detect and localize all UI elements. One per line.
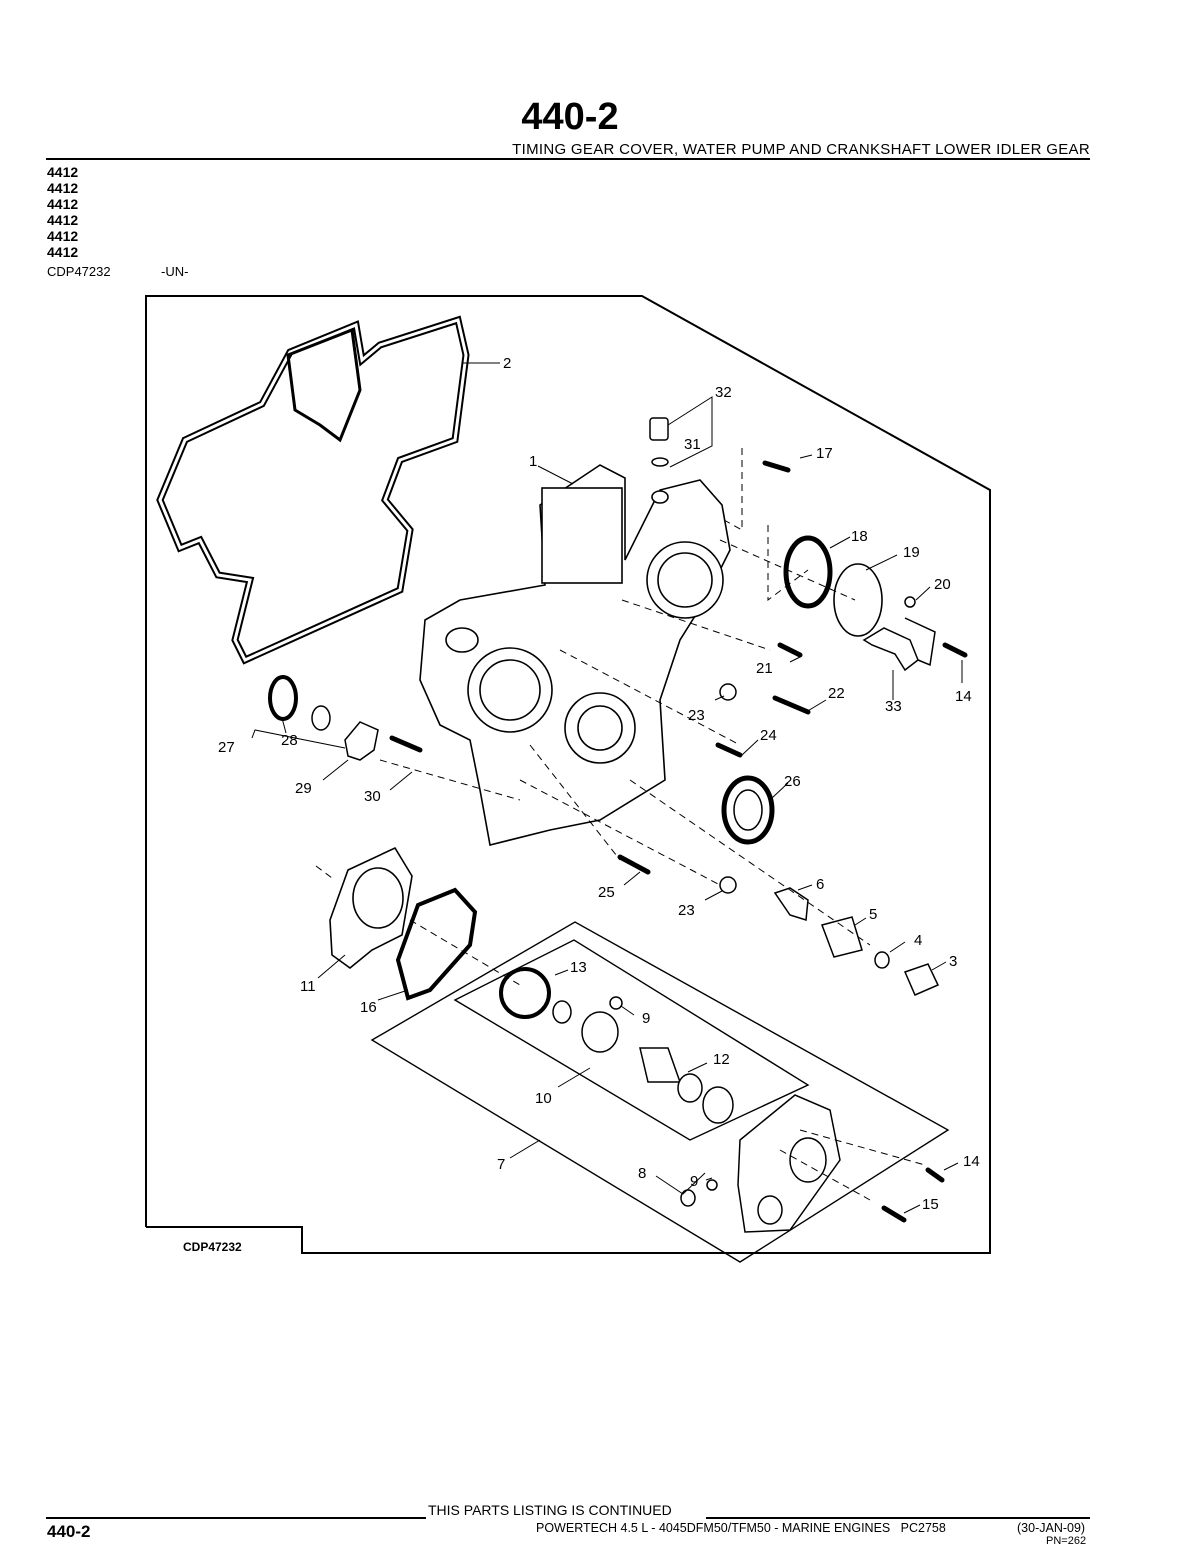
callout-17: 17 (816, 445, 833, 462)
callout-7: 7 (497, 1156, 505, 1173)
callout-23a: 23 (688, 707, 705, 724)
callout-4: 4 (914, 932, 922, 949)
callout-22: 22 (828, 685, 845, 702)
section-code: 4412 (47, 212, 79, 228)
callout-23b: 23 (678, 902, 695, 919)
callout-26: 26 (784, 773, 801, 790)
footer-date: (30-JAN-09) (1017, 1521, 1086, 1535)
gasket-part (156, 315, 470, 665)
callout-25: 25 (598, 884, 615, 901)
water-pump-parts (499, 967, 841, 1233)
section-code: 4412 (47, 228, 79, 244)
callout-24: 24 (760, 727, 777, 744)
callout-14b: 14 (963, 1153, 980, 1170)
figure-code: CDP47232 (47, 264, 111, 279)
cap-screws (389, 460, 968, 1223)
callout-32: 32 (715, 384, 732, 401)
timing-gear-cover-part (419, 464, 731, 846)
callout-27: 27 (218, 739, 235, 756)
water-pump-group-outline (370, 921, 950, 1263)
diagram-frame (145, 295, 991, 1254)
callout-12: 12 (713, 1051, 730, 1068)
section-code: 4412 (47, 180, 79, 196)
callout-15: 15 (922, 1196, 939, 1213)
water-pump-gasket-part (395, 887, 478, 1001)
footer-rule-right (706, 1517, 1090, 1519)
assembly-lines (315, 448, 926, 1201)
callout-14a: 14 (955, 688, 972, 705)
callout-16: 16 (360, 999, 377, 1016)
callout-8: 8 (638, 1165, 646, 1182)
callout-11: 11 (300, 978, 316, 995)
callout-3: 3 (949, 953, 957, 970)
callout-30: 30 (364, 788, 381, 805)
seal-rings-part (783, 535, 883, 637)
title-divider (46, 158, 1090, 160)
fill-cap-part (649, 417, 669, 467)
callout-5: 5 (869, 906, 877, 923)
thermostat-valve-parts (773, 887, 940, 996)
callout-9a: 9 (642, 1010, 650, 1027)
callout-9b: 9 (690, 1173, 698, 1190)
callout-13: 13 (570, 959, 587, 976)
continued-notice: THIS PARTS LISTING IS CONTINUED (428, 1502, 672, 1518)
page-title: 440-2 (521, 96, 619, 138)
callout-1: 1 (529, 453, 537, 470)
section-code-list: 4412 4412 4412 4412 4412 4412 (47, 164, 78, 260)
callout-labels: 1 2 3 4 5 6 7 8 9 9 10 11 12 13 14 14 15… (218, 355, 980, 1213)
callout-28: 28 (281, 732, 298, 749)
bracket-part (862, 617, 936, 672)
footer-rule-left (46, 1517, 426, 1519)
callout-19: 19 (903, 544, 920, 561)
callout-10: 10 (535, 1090, 552, 1107)
footer-manual-title: POWERTECH 4.5 L - 4045DFM50/TFM50 - MARI… (536, 1521, 946, 1535)
figure-label: CDP47232 (183, 1240, 242, 1254)
footer-page-number: PN=262 (1046, 1535, 1087, 1547)
cover-plate-part (329, 846, 413, 970)
section-code: 4412 (47, 196, 79, 212)
page-subtitle: TIMING GEAR COVER, WATER PUMP AND CRANKS… (512, 141, 1090, 158)
leader-lines (251, 362, 963, 1214)
callout-6: 6 (816, 876, 824, 893)
footer-section: 440-2 (47, 1522, 91, 1541)
callout-20: 20 (934, 576, 951, 593)
pump-shaft-group-outline (453, 939, 810, 1141)
section-code: 4412 (47, 244, 79, 260)
crankshaft-seal-part (721, 775, 775, 845)
callout-31: 31 (684, 436, 701, 453)
section-code: 4412 (47, 164, 79, 180)
callout-21: 21 (756, 660, 773, 677)
callout-18: 18 (851, 528, 868, 545)
figure-status: -UN- (161, 264, 189, 279)
callout-29: 29 (295, 780, 312, 797)
callout-2: 2 (503, 355, 511, 372)
callout-33: 33 (885, 698, 902, 715)
idler-gear-part (268, 675, 379, 761)
